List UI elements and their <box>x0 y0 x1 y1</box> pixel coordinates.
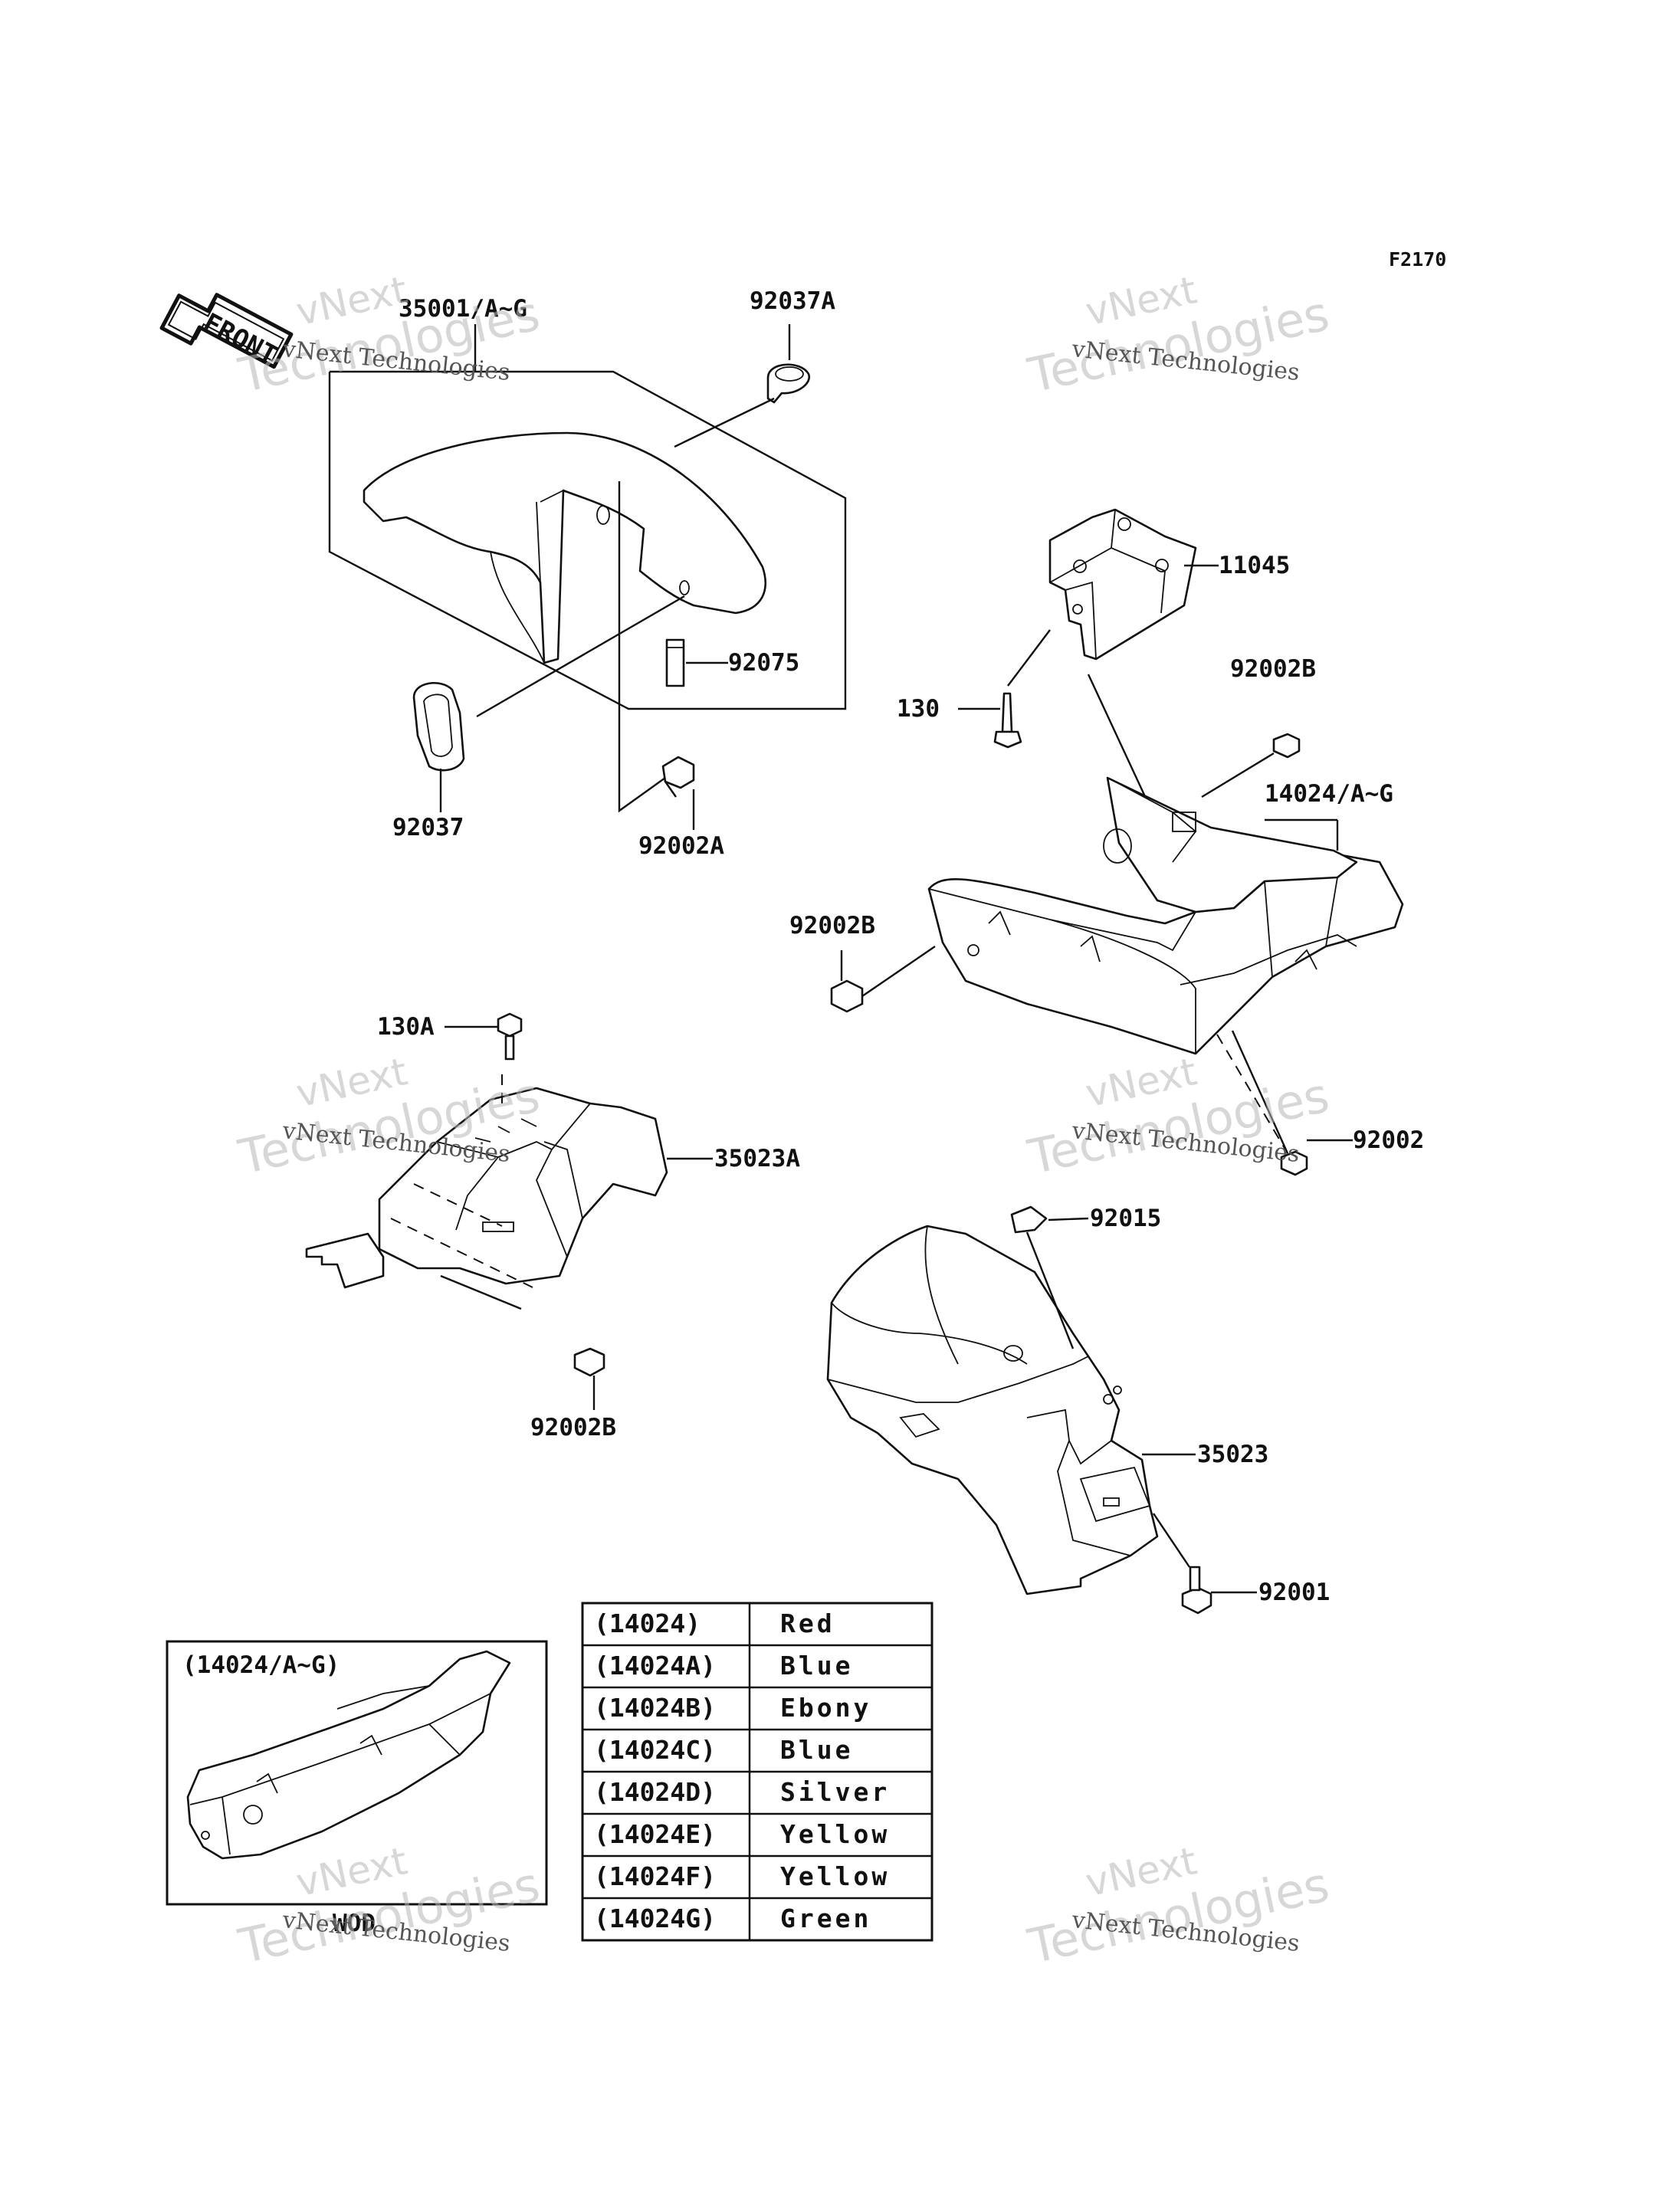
front-fender-shape <box>363 431 766 664</box>
table-cell-color: Blue <box>780 1735 853 1765</box>
label-front-fender: 35001/A~G <box>399 295 527 323</box>
label-seat-cover: 14024/A~G <box>1265 780 1393 808</box>
label-bolt-130a: 130A <box>377 1013 435 1041</box>
label-bolt-92002a: 92002A <box>638 832 724 860</box>
inner-fender-shape <box>378 1087 668 1285</box>
label-bolt-92001: 92001 <box>1258 1579 1330 1606</box>
part-labels: 35001/A~G 92037A 92075 92037 92002A 1104… <box>377 287 1424 1606</box>
label-bolt-92002b-top: 92002B <box>1230 655 1316 683</box>
rear-fender-group <box>826 1205 1257 1615</box>
table-cell-code: (14024) <box>594 1608 701 1638</box>
color-table: (14024) Red (14024A) Blue (14024B) Ebony (1402… <box>581 1602 934 1942</box>
seat-cover-group <box>830 733 1404 1176</box>
table-cell-color: Green <box>780 1904 871 1933</box>
label-bolt-130: 130 <box>897 695 940 723</box>
label-inner-fender: 35023A <box>714 1145 800 1172</box>
inner-fender-group <box>305 1012 713 1410</box>
label-bolt-92002b-left: 92002B <box>789 912 875 939</box>
label-rear-fender: 35023 <box>1197 1441 1268 1468</box>
table-cell-code: (14024E) <box>594 1819 716 1849</box>
front-fender-group <box>328 324 847 830</box>
table-cell-code: (14024B) <box>594 1693 716 1723</box>
table-cell-code: (14024G) <box>594 1904 716 1933</box>
table-cell-color: Yellow <box>780 1861 890 1891</box>
label-bolt-92002b-bottom: 92002B <box>530 1414 616 1441</box>
table-cell-code: (14024F) <box>594 1861 716 1891</box>
table-cell-color: Blue <box>780 1651 853 1681</box>
label-nut: 92015 <box>1090 1205 1161 1232</box>
inset-footer: WOD <box>333 1910 376 1937</box>
table-cell-code: (14024A) <box>594 1651 716 1681</box>
bracket-group <box>958 508 1219 890</box>
table-cell-color: Red <box>780 1608 835 1638</box>
label-clamp-a: 92037A <box>750 287 835 315</box>
inset-box: (14024/A~G) WOD <box>166 1640 548 1937</box>
table-cell-color: Yellow <box>780 1819 890 1849</box>
label-bolt-92002: 92002 <box>1353 1126 1424 1154</box>
seat-cover-shape <box>927 853 1404 1055</box>
diagram-code: F2170 <box>1389 248 1446 271</box>
rear-fender-shape <box>826 1225 1159 1595</box>
table-cell-code: (14024D) <box>594 1777 716 1807</box>
inset-title: (14024/A~G) <box>182 1651 340 1679</box>
label-damper: 92075 <box>728 649 799 677</box>
table-cell-code: (14024C) <box>594 1735 716 1765</box>
label-bracket: 11045 <box>1219 552 1290 579</box>
label-clamp: 92037 <box>392 814 464 841</box>
table-cell-color: Silver <box>780 1777 890 1807</box>
table-cell-color: Ebony <box>780 1693 871 1723</box>
